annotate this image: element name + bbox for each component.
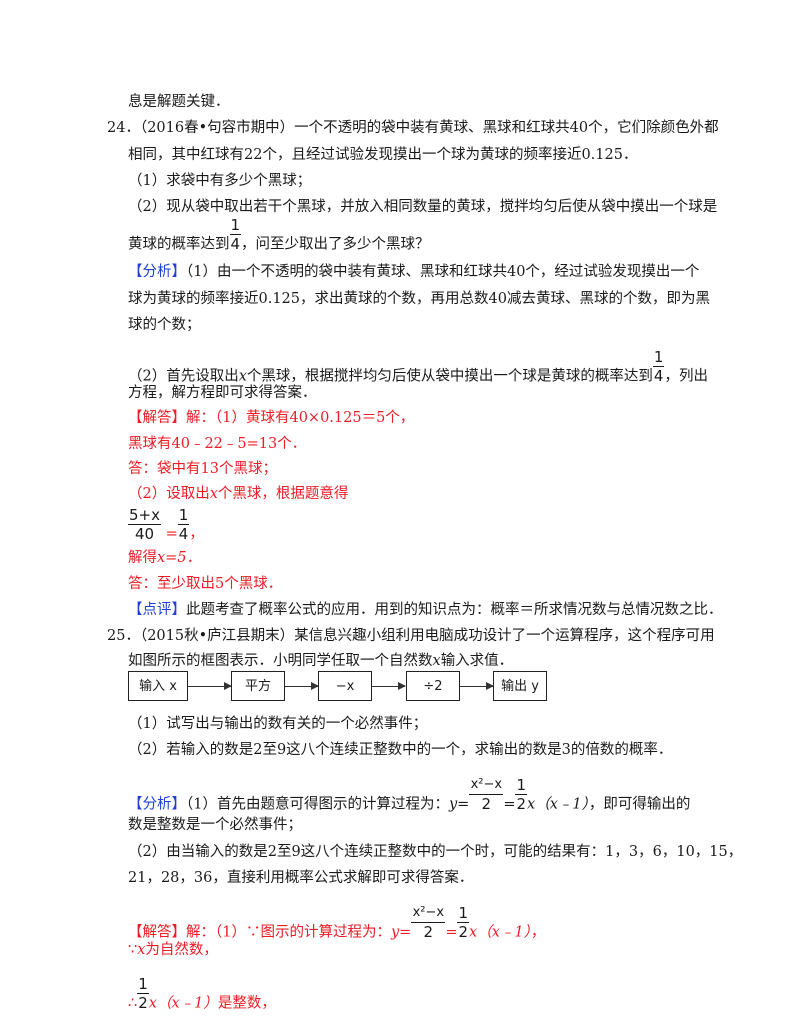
flow-box-square: 平方	[231, 671, 285, 701]
q24-analysis-line2: 球为黄球的频率接近0.125，求出黄球的个数，再用总数40减去黄球、黑球的个数，…	[128, 291, 710, 307]
q24-answer-line2: 黑球有40﹣22﹣5=13个．	[128, 436, 307, 452]
q25-analysis2-line2: 21，28，36，直接利用概率公式求解即可求得答案．	[128, 870, 474, 886]
q24-answer-line7: 答：至少取出5个黑球．	[128, 576, 283, 592]
q24-part2-line1: （2）现从袋中取出若干个黑球，并放入相同数量的黄球，搅拌均匀后使从袋中摸出一个球…	[128, 199, 718, 215]
q25-source: （2015秋•庐江县期末）	[139, 628, 295, 644]
q24-analysis2-line2: 方程，解方程即可求得答案．	[128, 385, 317, 401]
q25-number: 25．	[107, 628, 140, 644]
q24-answer-line6: 解得x=5．	[128, 550, 202, 566]
q24-part2-text: 黄球的概率达到	[128, 236, 230, 253]
q24-analysis-line1: 【分析】（1）由一个不透明的袋中装有黄球、黑球和红球共40个，经过试验发现摸出一…	[128, 264, 700, 280]
q24-answer-line1: 【解答】解：（1）黄球有40×0.125＝5个，	[128, 410, 415, 426]
comment-label: 【点评】	[128, 602, 186, 618]
q24-source: （2016春•句容市期中）	[139, 120, 295, 136]
flow-box-output: 输出 y	[493, 671, 547, 701]
arrow-right-icon	[285, 681, 319, 691]
arrow-right-icon	[460, 681, 494, 691]
q25-analysis2-line1: （2）由当输入的数是2至9这八个连续正整数中的一个时，可能的结果有：1，3，6，…	[128, 844, 743, 860]
q24-stem-text: 一个不透明的袋中装有黄球、黑球和红球共40个，它们除颜色外都	[294, 120, 719, 136]
arrow-right-icon	[372, 681, 406, 691]
q25-part2: （2）若输入的数是2至9这八个连续正整数中的一个，求输出的数是3的倍数的概率．	[128, 742, 673, 758]
q24-part1: （1）求袋中有多少个黑球；	[128, 173, 312, 189]
q24-comment: 【点评】此题考查了概率公式的应用．用到的知识点为：概率＝所求情况数与总情况数之比…	[128, 602, 723, 618]
q25-stem-line1: 25．（2015秋•庐江县期末）某信息兴趣小组利用电脑成功设计了一个运算程序，这…	[107, 628, 715, 644]
q24-number: 24．	[107, 120, 140, 136]
q24-stem-line1: 24．（2016春•句容市期中）一个不透明的袋中装有黄球、黑球和红球共40个，它…	[107, 118, 719, 138]
analysis-label: 【分析】	[128, 264, 186, 280]
flow-box-input: 输入 x	[128, 671, 188, 701]
q24-stem-line2: 相同，其中红球有22个，且经过试验发现摸出一个球为黄球的频率接近0.125．	[128, 147, 638, 163]
q24-analysis-line3: 球的个数；	[128, 317, 201, 333]
q24-answer-line3: 答：袋中有13个黑球；	[128, 461, 277, 477]
arrow-right-icon	[188, 681, 232, 691]
analysis-label: 【分析】	[128, 796, 186, 813]
flow-box-divide-2: ÷2	[406, 671, 460, 701]
flow-box-minus-x: −x	[318, 671, 372, 701]
q25-part1: （1）试写出与输出的数有关的一个必然事件；	[128, 716, 428, 732]
q25-answer-line2: ∵x为自然数，	[128, 942, 218, 958]
q25-stem-line2: 如图所示的框图表示．小明同学任取一个自然数x输入求值．	[128, 653, 514, 669]
answer-label: 【解答】	[128, 410, 186, 426]
q24-answer-line4: （2）设取出x个黑球，根据题意得	[128, 486, 349, 502]
q24-part2-question: ，问至少取出了多少个黑球？	[241, 236, 430, 253]
q23-tail-text: 息是解题关键．	[128, 94, 230, 110]
answer-label: 【解答】	[128, 924, 186, 941]
q25-analysis-line2: 数是整数是一个必然事件；	[128, 817, 302, 833]
